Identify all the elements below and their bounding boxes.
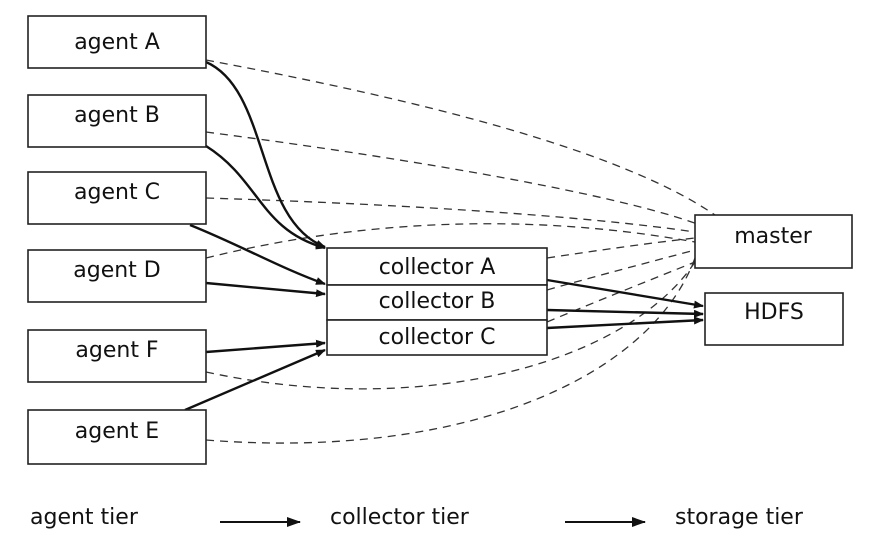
edge-agent-f-collector-c xyxy=(205,339,326,354)
edge-collector-c-hdfs xyxy=(546,316,704,330)
node-agent-a: agent A xyxy=(27,15,207,69)
edge-agent-e-master xyxy=(205,257,696,444)
node-agent-f: agent F xyxy=(27,329,207,383)
agent-tier-nodes: agent A agent B agent C agent D agent F … xyxy=(27,15,207,465)
edge-collector-b-hdfs xyxy=(546,308,704,318)
node-agent-b-label: agent B xyxy=(74,103,160,128)
collector-tier-nodes: collector A collector B collector C xyxy=(326,247,548,356)
node-collector-b: collector B xyxy=(326,284,548,321)
node-collector-b-label: collector B xyxy=(379,289,496,314)
control-edges xyxy=(205,59,716,444)
edge-collector-a-hdfs xyxy=(546,278,704,309)
edge-collector-a-master xyxy=(546,237,696,259)
node-agent-b: agent B xyxy=(27,94,207,148)
node-collector-a-label: collector A xyxy=(379,255,496,280)
edge-agent-a-master xyxy=(205,59,716,216)
edge-agent-e-collector-c xyxy=(184,348,326,412)
node-agent-c-label: agent C xyxy=(74,180,160,205)
node-master: master xyxy=(694,214,853,269)
node-agent-d-label: agent D xyxy=(73,258,160,283)
node-master-label: master xyxy=(734,224,813,249)
node-agent-a-label: agent A xyxy=(74,30,160,55)
node-collector-a: collector A xyxy=(326,247,548,286)
edge-agent-c-collector-b xyxy=(189,223,326,286)
edge-collector-b-master xyxy=(546,249,696,291)
edge-agent-a-collector-a xyxy=(205,60,326,249)
tier-label-agent: agent tier xyxy=(30,505,139,530)
node-agent-e-label: agent E xyxy=(75,419,159,444)
edge-agent-d-master xyxy=(205,223,696,259)
node-hdfs: HDFS xyxy=(704,292,844,346)
edge-agent-b-master xyxy=(205,131,701,226)
node-agent-c: agent C xyxy=(27,171,207,225)
node-hdfs-label: HDFS xyxy=(744,300,804,325)
node-collector-c-label: collector C xyxy=(379,325,496,350)
edge-collector-c-master xyxy=(546,261,696,323)
tier-label-collector: collector tier xyxy=(330,505,470,530)
node-agent-f-label: agent F xyxy=(75,338,158,363)
tier-label-storage: storage tier xyxy=(675,505,804,530)
data-flow-edges xyxy=(184,60,704,412)
edge-agent-b-collector-a xyxy=(205,144,326,250)
storage-tier-nodes: master HDFS xyxy=(694,214,853,346)
node-agent-d: agent D xyxy=(27,249,207,303)
node-agent-e: agent E xyxy=(27,409,207,465)
node-collector-c: collector C xyxy=(326,319,548,356)
tier-legend: agent tier collector tier storage tier xyxy=(30,505,804,530)
edge-agent-c-master xyxy=(205,197,696,233)
edge-agent-d-collector-b xyxy=(205,281,326,298)
